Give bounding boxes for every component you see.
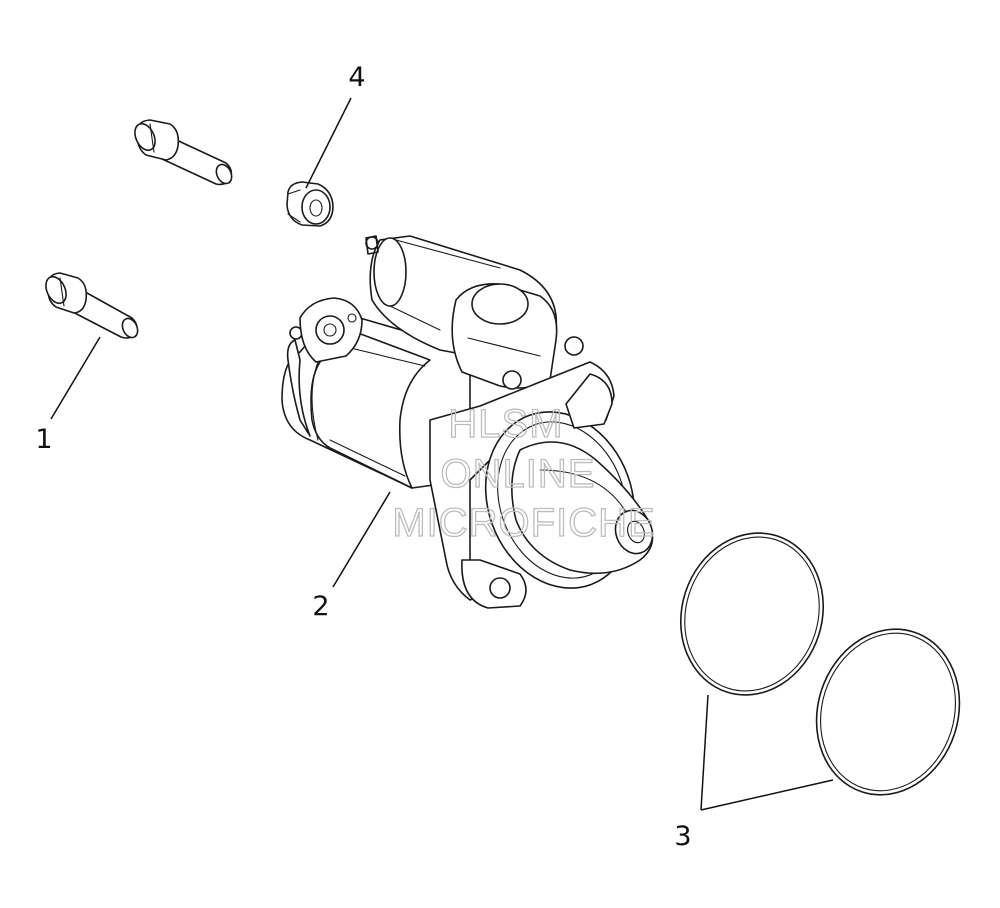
nut [286,181,334,227]
o-ring-left [679,532,825,696]
bolt-upper [134,119,233,186]
watermark-line-2: ONLINE [441,452,596,496]
callout-3: 3 [674,821,691,852]
callout-1: 1 [35,424,52,455]
leader-lines [50,97,834,811]
leader-3a [700,694,709,811]
watermark-line-1: HLSM [448,402,563,446]
o-ring-right [815,628,961,796]
bolt-lower [45,272,139,339]
leader-1 [50,336,101,420]
leader-3b [700,779,834,811]
callout-2: 2 [312,591,329,622]
callout-4: 4 [348,62,365,93]
leader-4 [305,97,352,189]
starter-motor [281,235,654,609]
watermark: HLSM ONLINE MICROFICHE [392,401,656,545]
watermark-line-3: MICROFICHE [392,501,655,545]
leader-2 [332,491,391,588]
